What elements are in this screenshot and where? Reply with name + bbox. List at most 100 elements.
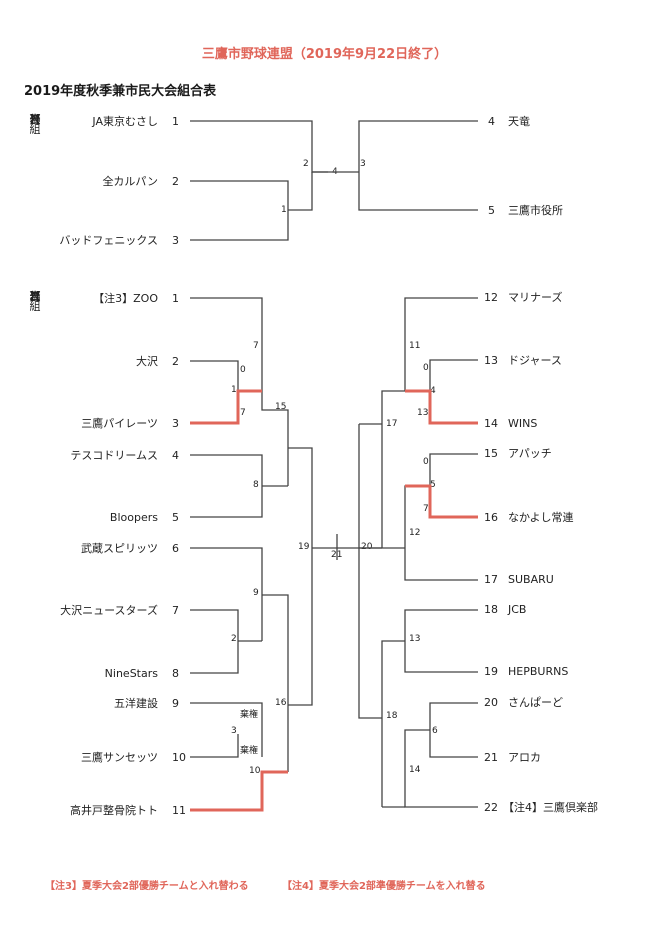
team-name: アパッチ <box>508 447 552 460</box>
match-number: 13 <box>409 634 421 644</box>
d2-l-goyo <box>190 702 263 757</box>
d2-r-apache <box>429 453 478 486</box>
match-score: 0 <box>423 457 429 467</box>
match-score: 13 <box>417 408 429 418</box>
match-score: 5 <box>430 480 436 490</box>
division2-label-char: 組 <box>29 300 41 313</box>
d2-l-r19-bottom <box>288 548 313 706</box>
winner-path-takaido <box>190 770 288 812</box>
d2-l-r2 <box>190 609 239 674</box>
team-name: なかよし常連 <box>508 511 574 524</box>
team-seed: 1 <box>172 292 179 305</box>
division2-label-char: 部 <box>29 290 41 303</box>
team-name: 【注3】ZOO <box>93 292 158 305</box>
team-seed: 7 <box>172 604 179 617</box>
division2-left-lines <box>190 297 405 772</box>
match-number: 16 <box>275 698 287 708</box>
team-name: 高井戸整骨院トト <box>70 804 158 817</box>
match-number: 8 <box>253 480 259 490</box>
team-name: バッドフェニックス <box>59 234 158 247</box>
match-number: 17 <box>386 419 398 429</box>
match-score: 10 <box>249 766 261 776</box>
d2-r-mariners <box>404 297 478 391</box>
team-name: NineStars <box>104 667 158 680</box>
d2-r-r13 <box>404 609 478 673</box>
team-seed: 9 <box>172 697 179 710</box>
d2-r-dodgers <box>429 359 478 391</box>
team-seed: 14 <box>484 417 498 430</box>
division2-label-char: 【 <box>29 290 41 303</box>
team-seed: 5 <box>172 511 179 524</box>
match-number: 14 <box>409 765 421 775</box>
d2-r-r18 <box>381 640 405 807</box>
team-seed: 3 <box>172 417 179 430</box>
team-name: 三鷹パイレーツ <box>81 417 158 430</box>
match-score: 7 <box>423 504 429 514</box>
team-name: JA東京むさし <box>92 115 158 128</box>
team-seed: 17 <box>484 573 498 586</box>
division1-label-char: 【 <box>29 113 41 126</box>
d2-r-r17 <box>381 390 405 548</box>
winner-path-wins <box>405 389 478 425</box>
team-name: 全カルパン <box>102 175 158 188</box>
forfeit-mark: 棄権 <box>240 746 259 756</box>
team-seed: 4 <box>488 115 495 128</box>
match-number: 3 <box>360 159 366 169</box>
division1-label-char: 一 <box>29 113 41 126</box>
team-name: WINS <box>508 417 538 430</box>
team-name: JCB <box>508 603 527 616</box>
team-name: アロカ <box>508 751 541 764</box>
team-name: 五洋建設 <box>114 697 158 710</box>
d1-line-right <box>358 120 478 211</box>
match-number: 15 <box>275 402 287 412</box>
team-seed: 11 <box>172 804 186 817</box>
division2-label-char: 二 <box>29 290 41 303</box>
team-seed: 1 <box>172 115 179 128</box>
team-name: 大沢 <box>136 355 158 368</box>
match-number: 9 <box>253 588 259 598</box>
team-seed: 21 <box>484 751 498 764</box>
match-number: 1 <box>281 205 287 215</box>
team-seed: 18 <box>484 603 498 616</box>
team-name: ドジャース <box>508 354 562 367</box>
winner-paths <box>190 389 478 812</box>
match-number: 2 <box>231 634 237 644</box>
match-score: 0 <box>423 363 429 373</box>
d2-r-r14 <box>404 729 478 808</box>
team-seed: 12 <box>484 291 498 304</box>
team-seed: 3 <box>172 234 179 247</box>
match-score: 4 <box>430 386 436 396</box>
team-seed: 4 <box>172 449 179 462</box>
team-name: マリナーズ <box>508 291 563 304</box>
match-number: 19 <box>298 542 310 552</box>
d2-l-sunsets <box>190 734 239 758</box>
d2-l-r15 <box>261 391 289 486</box>
match-number: 2 <box>303 159 309 169</box>
d2-l-r19-top <box>288 447 313 548</box>
team-name: 三鷹サンセッツ <box>81 751 158 764</box>
team-seed: 6 <box>172 542 179 555</box>
page-title: 三鷹市野球連盟（2019年9月22日終了） <box>201 47 448 62</box>
d2-l-oosawa <box>190 360 239 391</box>
match-number: 7 <box>253 341 259 351</box>
match-number: 20 <box>361 542 373 552</box>
division2-label-char: 合 <box>29 290 41 303</box>
team-name: 大沢ニュースターズ <box>60 604 158 617</box>
team-name: 三鷹市役所 <box>508 204 563 217</box>
d2-l-r8 <box>190 454 263 518</box>
footnote-3: 【注3】夏季大会2部優勝チームと入れ替わる <box>45 881 249 892</box>
division2-label-char: 】 <box>29 290 41 303</box>
d1-line-ja <box>190 120 328 173</box>
d2-r-r20-span <box>358 424 382 719</box>
d2-l-musashi <box>190 547 263 641</box>
match-number: 11 <box>409 341 421 351</box>
d2-l-zoo <box>190 297 263 391</box>
team-seed: 2 <box>172 355 179 368</box>
footnote-4: 【注4】夏季大会2部準優勝チームを入れ替る <box>282 881 486 892</box>
team-name: SUBARU <box>508 573 554 586</box>
team-name: 武蔵スピリッツ <box>81 542 158 555</box>
d1-line-pair <box>190 180 289 241</box>
division1-label-char: 表 <box>29 113 41 126</box>
division2-label-char: 表 <box>29 290 41 303</box>
